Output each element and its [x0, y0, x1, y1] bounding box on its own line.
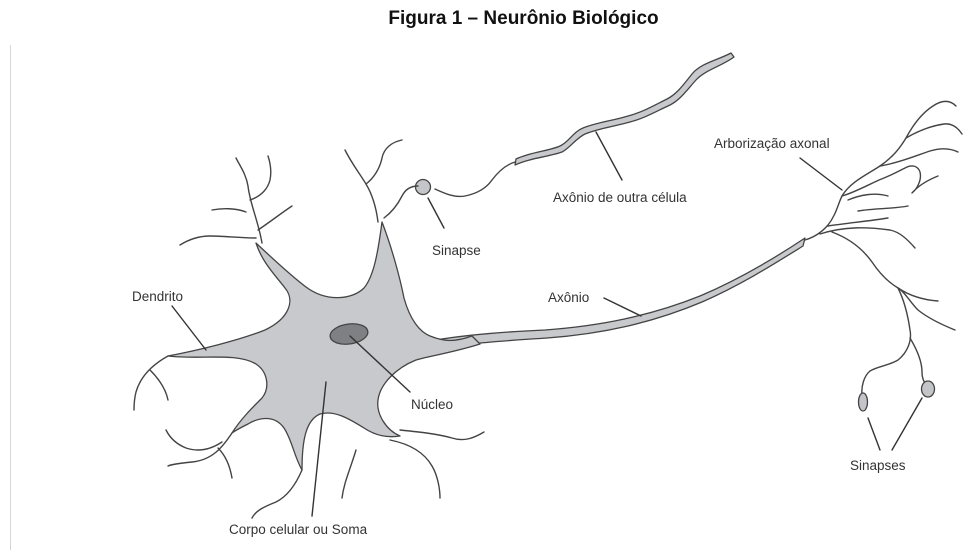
label-axonio: Axônio [548, 290, 589, 305]
label-dendrito: Dendrito [132, 289, 183, 304]
synapse-terminal-right [922, 381, 935, 397]
label-axonio-outra-celula: Axônio de outra célula [553, 190, 687, 205]
label-corpo-celular: Corpo celular ou Soma [229, 522, 368, 537]
synapse-terminal-left [859, 393, 868, 411]
label-nucleo: Núcleo [411, 397, 453, 412]
cell-body [168, 222, 480, 470]
label-sinapses: Sinapses [850, 458, 906, 473]
label-arborizacao-axonal: Arborização axonal [714, 136, 830, 151]
label-sinapse: Sinapse [432, 243, 481, 258]
synapse-terminal [416, 180, 431, 195]
other-cell-axon [435, 53, 734, 196]
